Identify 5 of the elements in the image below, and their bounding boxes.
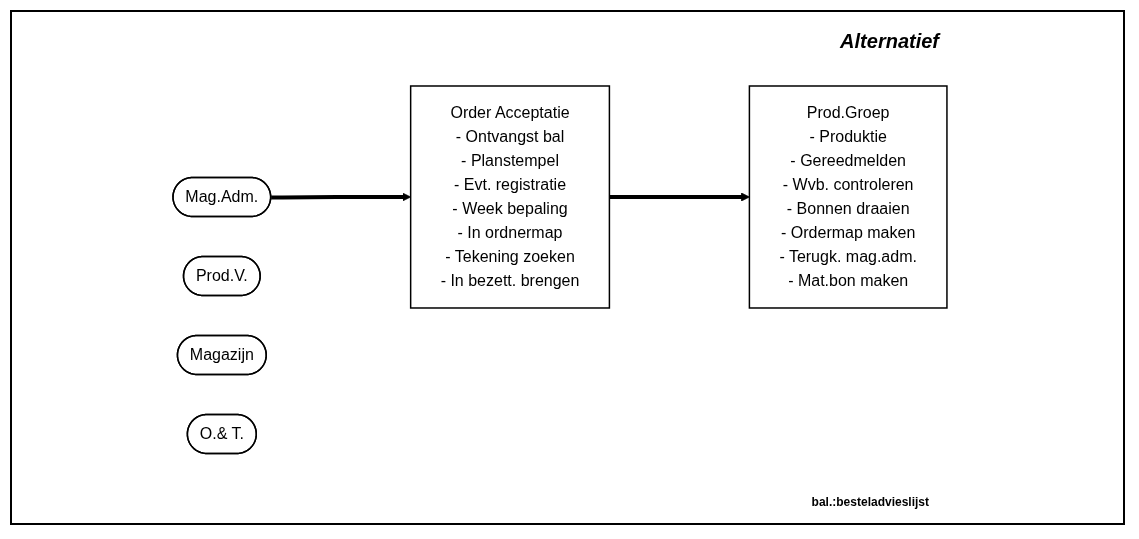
diagram-title: Alternatief [840, 30, 939, 53]
arrow [609, 192, 750, 202]
node-box: Order Acceptatie - Ontvangst bal - Planstempel - Evt. registratie - Week bepaling - In ordnermap - Tekening zoeken - In bezett. brengen [409, 85, 611, 309]
note-text: bal.:besteladvieslijst [811, 495, 929, 509]
node-box: Prod.Groep - Produktie - Gereedmelden - Wvb. controleren - Bonnen draaien - Ordermap maken - Terugk. mag.adm. - Mat.bon maken [748, 85, 948, 309]
